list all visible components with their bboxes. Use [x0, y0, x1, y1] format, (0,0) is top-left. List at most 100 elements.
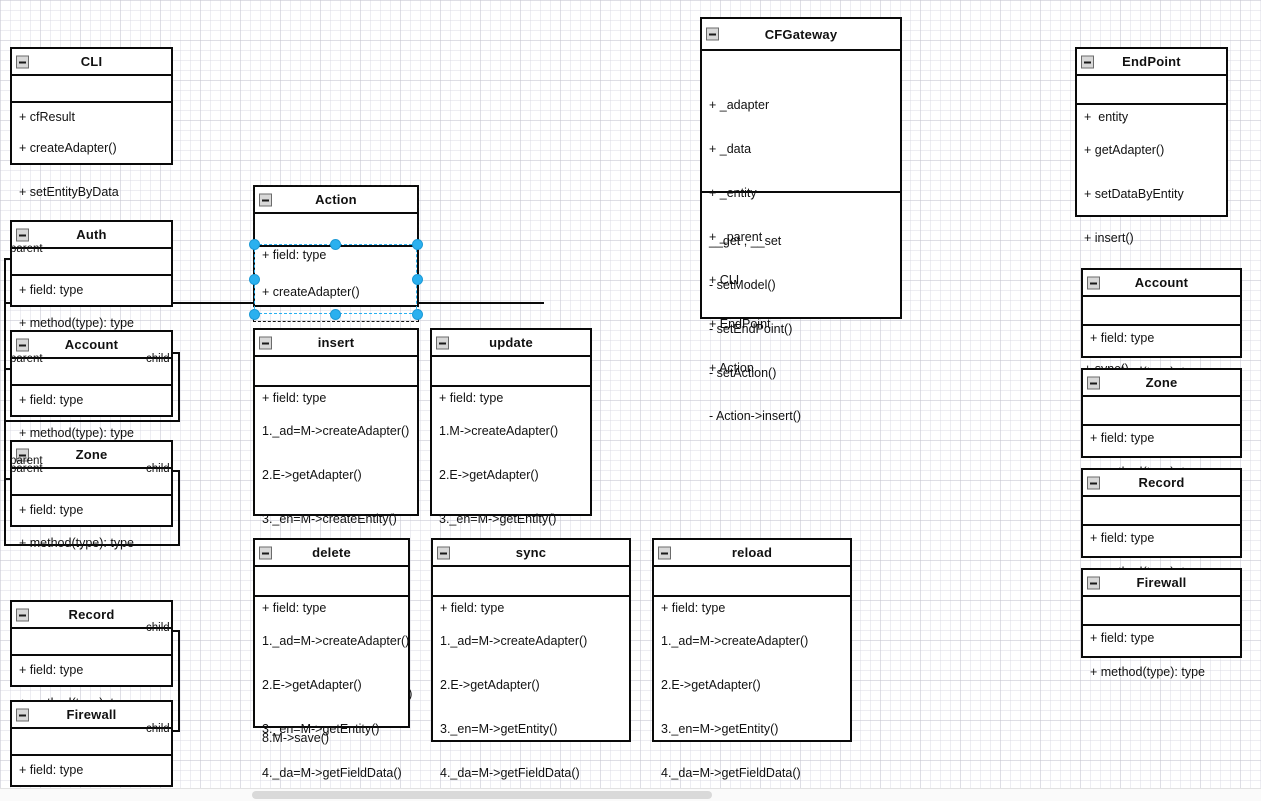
operation-row: + setDataByEntity [1084, 186, 1184, 201]
collapse-minus-icon[interactable] [1087, 376, 1100, 389]
class-box-record-right[interactable]: Record + field: type + method(type): typ… [1081, 468, 1242, 579]
class-title-row: Auth [12, 222, 171, 249]
class-box-update[interactable]: update + field: type 1.M->createAdapter(… [430, 328, 592, 745]
connector-segment [168, 730, 180, 732]
attribute-row: + EndPoint [709, 317, 771, 332]
attributes-compartment: + field: type [12, 729, 171, 777]
class-box-sync[interactable]: sync + field: type 1._ad=M->createAdapte… [431, 538, 631, 780]
connector-segment [168, 352, 180, 354]
attribute-row: + field: type [19, 393, 84, 408]
connector-segment [4, 420, 180, 422]
collapse-minus-icon[interactable] [658, 546, 671, 559]
class-name: sync [515, 545, 547, 560]
class-name: Record [68, 607, 115, 622]
horizontal-scrollbar-thumb[interactable] [252, 791, 712, 799]
attribute-row: + cfResult [19, 110, 75, 125]
collapse-minus-icon[interactable] [436, 336, 449, 349]
collapse-minus-icon[interactable] [1081, 55, 1094, 68]
operation-row: + method(type): type [19, 316, 134, 331]
collapse-minus-icon[interactable] [16, 608, 29, 621]
attributes-compartment: + field: type [12, 249, 171, 297]
attribute-row: + entity [1084, 110, 1129, 125]
class-name: CLI [80, 54, 103, 69]
class-box-insert[interactable]: insert + field: type 1._ad=M->createAdap… [253, 328, 419, 745]
class-title-row: EndPoint [1077, 49, 1226, 76]
operation-row: - Action->insert() [709, 409, 802, 424]
class-box-reload[interactable]: reload + field: type 1._ad=M->createAdap… [652, 538, 852, 780]
attributes-compartment: + field: type [1083, 597, 1240, 645]
class-box-account-left[interactable]: Account + field: type + method(type): ty… [10, 330, 173, 440]
class-name: reload [731, 545, 773, 560]
edge-label-parent-zone-b: parent [10, 463, 43, 475]
collapse-minus-icon[interactable] [16, 448, 29, 461]
class-title-row: CFGateway [702, 19, 900, 51]
collapse-minus-icon[interactable] [437, 546, 450, 559]
attribute-row: + _entity [709, 185, 757, 200]
collapse-minus-icon[interactable] [1087, 576, 1100, 589]
collapse-minus-icon[interactable] [1087, 476, 1100, 489]
collapse-minus-icon[interactable] [16, 55, 29, 68]
class-box-auth[interactable]: Auth + field: type + method(type): type [10, 220, 173, 330]
class-box-endpoint[interactable]: EndPoint + entity + getAdapter() + setDa… [1075, 47, 1228, 420]
attribute-row: + field: type [262, 248, 327, 263]
class-name: Record [1138, 475, 1185, 490]
class-name: Account [64, 337, 119, 352]
operation-row: - setAction() [709, 365, 777, 380]
connector-segment [4, 544, 180, 546]
attributes-compartment: + field: type [255, 357, 417, 405]
class-title-row: Record [12, 602, 171, 629]
class-box-firewall-right[interactable]: Firewall + field: type + method(type): t… [1081, 568, 1242, 679]
attribute-row: + field: type [1090, 331, 1155, 346]
class-box-action[interactable]: Action + field: type + createAdapter() +… [253, 185, 419, 387]
attributes-compartment: + field: type [12, 469, 171, 517]
attributes-compartment: + field: type [12, 629, 171, 677]
operation-row: + setEntityByData [19, 184, 119, 199]
operation-row: 3._en=M->getEntity() [661, 721, 779, 736]
operation-row: 3._en=M->getEntity() [440, 721, 558, 736]
edge-label-child-zone: child [146, 463, 170, 475]
collapse-minus-icon[interactable] [16, 708, 29, 721]
attribute-row: + _data [709, 141, 752, 156]
attribute-row: + field: type [1090, 531, 1155, 546]
class-box-cli[interactable]: CLI + cfResult + createAdapter() + setEn… [10, 47, 173, 243]
collapse-minus-icon[interactable] [16, 228, 29, 241]
operation-row: 2.E->getAdapter() [440, 677, 540, 692]
attributes-compartment: + field: type [255, 567, 408, 615]
horizontal-scrollbar[interactable] [0, 788, 1261, 801]
class-name: Action [315, 192, 357, 207]
class-box-zone-right[interactable]: Zone + field: type + method(type): type [1081, 368, 1242, 479]
operation-row: 1._ad=M->createAdapter() [661, 634, 809, 649]
collapse-minus-icon[interactable] [259, 336, 272, 349]
connector-segment [4, 478, 6, 546]
attributes-compartment: + field: type [1083, 297, 1240, 345]
class-name: delete [312, 545, 351, 560]
attributes-compartment: + cfResult [12, 76, 171, 124]
collapse-minus-icon[interactable] [1087, 276, 1100, 289]
collapse-minus-icon[interactable] [259, 546, 272, 559]
attribute-row: + field: type [262, 601, 327, 616]
collapse-minus-icon[interactable] [259, 193, 272, 206]
class-title-row: CLI [12, 49, 171, 76]
attribute-row: + field: type [440, 601, 505, 616]
class-box-account-right[interactable]: Account + field: type + method(type): ty… [1081, 268, 1242, 379]
class-box-cfgateway[interactable]: CFGateway + _adapter + _data + _entity +… [700, 17, 902, 423]
class-box-zone-left[interactable]: Zone + field: type + method(type): type [10, 440, 173, 550]
operation-row: 1._ad=M->createAdapter() [262, 424, 410, 439]
collapse-minus-icon[interactable] [706, 27, 719, 41]
class-box-record-left[interactable]: Record + field: type + method(type): typ… [10, 600, 173, 710]
class-box-firewall-left[interactable]: Firewall + field: type + method(type): t… [10, 700, 173, 787]
class-title-row: sync [433, 540, 629, 567]
attributes-compartment: + field: type [432, 357, 590, 405]
class-box-delete[interactable]: delete + field: type 1._ad=M->createAdap… [253, 538, 410, 780]
class-name: Zone [75, 447, 108, 462]
class-name: CFGateway [764, 26, 838, 42]
operation-row: 2.E->getAdapter() [439, 467, 539, 482]
attribute-row: + field: type [1090, 431, 1155, 446]
collapse-minus-icon[interactable] [16, 338, 29, 351]
operation-row: + createAdapter() [19, 141, 117, 156]
connector-segment [178, 630, 180, 730]
operation-row: 2.E->getAdapter() [262, 677, 362, 692]
operation-row: __get , __set [709, 234, 782, 249]
edge-label-child-account: child [146, 353, 170, 365]
